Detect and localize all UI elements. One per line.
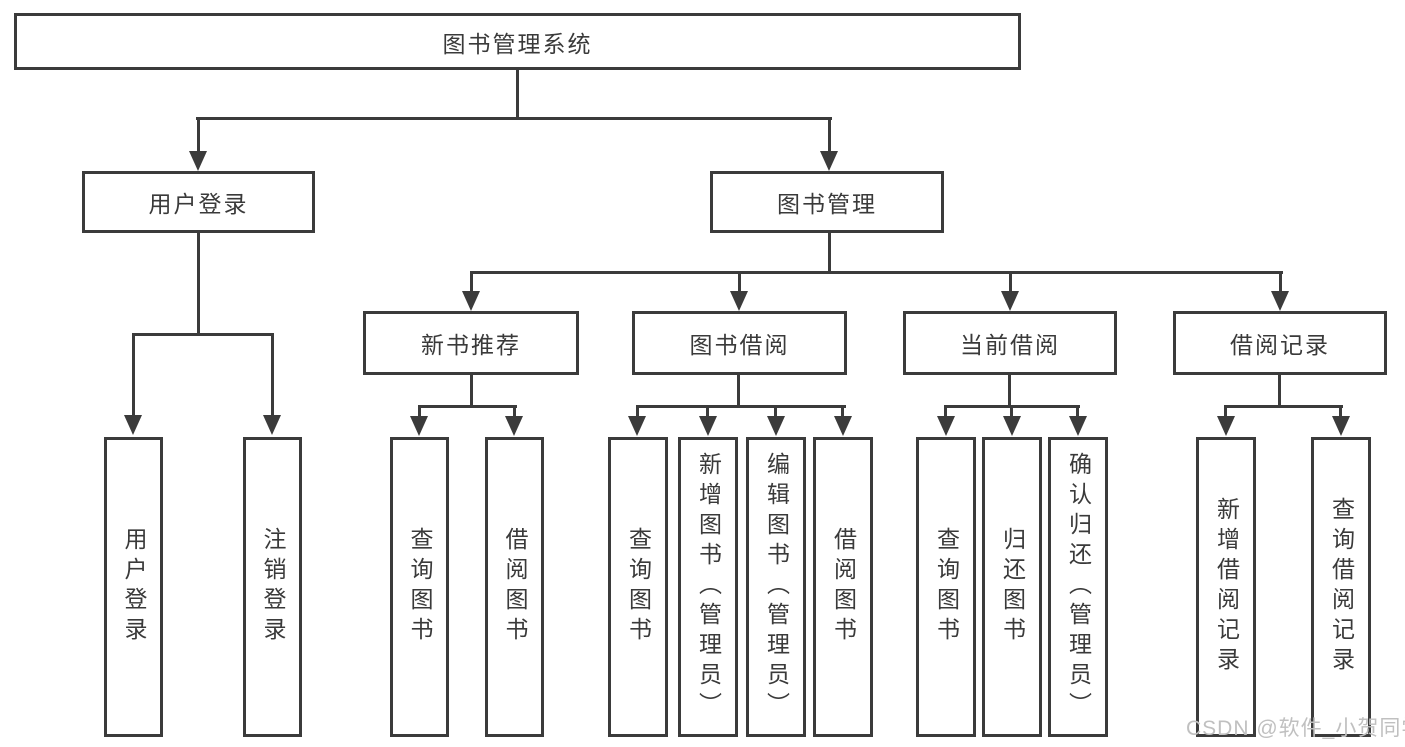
connector-line <box>1224 405 1343 408</box>
arrow-down-icon <box>699 416 717 436</box>
connector-line <box>470 271 473 293</box>
leaf-user-login: 用户登录 <box>104 437 163 737</box>
watermark-text: CSDN @软件_小贺同学 <box>1186 717 1405 740</box>
arrow-down-icon <box>263 415 281 435</box>
arrow-down-icon <box>820 151 838 171</box>
connector-line <box>737 375 740 408</box>
node-new-books: 新书推荐 <box>363 311 579 375</box>
connector-line <box>470 271 1283 274</box>
connector-line <box>774 405 777 418</box>
leaf-borrow-books: 借阅图书 <box>813 437 873 737</box>
connector-line <box>1008 375 1011 408</box>
arrow-down-icon <box>1001 291 1019 311</box>
connector-line <box>738 271 741 293</box>
connector-line <box>516 70 519 118</box>
connector-line <box>828 233 831 274</box>
arrow-down-icon <box>730 291 748 311</box>
connector-line <box>197 233 200 335</box>
leaf-return-books: 归还图书 <box>982 437 1042 737</box>
arrow-down-icon <box>462 291 480 311</box>
node-current-borrow: 当前借阅 <box>903 311 1117 375</box>
leaf-logout: 注销登录 <box>243 437 302 737</box>
connector-line <box>418 405 517 408</box>
arrow-down-icon <box>1003 416 1021 436</box>
arrow-down-icon <box>124 415 142 435</box>
node-root: 图书管理系统 <box>14 13 1021 70</box>
leaf-edit-books-admin: 编辑图书（管理员） <box>746 437 806 737</box>
arrow-down-icon <box>767 416 785 436</box>
connector-line <box>196 117 832 120</box>
connector-line <box>1339 405 1342 418</box>
arrow-down-icon <box>1069 416 1087 436</box>
connector-line <box>470 375 473 408</box>
connector-line <box>944 405 947 418</box>
arrow-down-icon <box>1217 416 1235 436</box>
connector-line <box>132 333 135 415</box>
leaf-query-books-borrow: 查询图书 <box>608 437 668 737</box>
connector-line <box>271 333 274 415</box>
node-book-mgmt: 图书管理 <box>710 171 944 233</box>
connector-line <box>706 405 709 418</box>
connector-line <box>841 405 844 418</box>
node-borrow-records: 借阅记录 <box>1173 311 1387 375</box>
connector-line <box>1076 405 1079 418</box>
connector-line <box>1224 405 1227 418</box>
connector-line <box>1009 271 1012 293</box>
leaf-confirm-return-admin: 确认归还（管理员） <box>1048 437 1108 737</box>
node-user-login: 用户登录 <box>82 171 315 233</box>
connector-line <box>513 405 516 418</box>
connector-line <box>636 405 639 418</box>
leaf-query-books-newbooks: 查询图书 <box>390 437 449 737</box>
arrow-down-icon <box>937 416 955 436</box>
arrow-down-icon <box>189 151 207 171</box>
connector-line <box>132 333 274 336</box>
connector-line <box>1010 405 1013 418</box>
connector-line <box>418 405 421 418</box>
arrow-down-icon <box>505 416 523 436</box>
node-book-borrow: 图书借阅 <box>632 311 847 375</box>
connector-line <box>1279 271 1282 293</box>
connector-line <box>197 117 200 153</box>
arrow-down-icon <box>628 416 646 436</box>
leaf-query-books-current: 查询图书 <box>916 437 976 737</box>
arrow-down-icon <box>834 416 852 436</box>
arrow-down-icon <box>1332 416 1350 436</box>
leaf-add-books-admin: 新增图书（管理员） <box>678 437 738 737</box>
arrow-down-icon <box>410 416 428 436</box>
arrow-down-icon <box>1271 291 1289 311</box>
leaf-add-borrow-record: 新增借阅记录 <box>1196 437 1256 737</box>
connector-line <box>828 117 831 153</box>
connector-line <box>1278 375 1281 408</box>
connector-line <box>636 405 846 408</box>
leaf-query-borrow-record: 查询借阅记录 <box>1311 437 1371 737</box>
leaf-borrow-books-newbooks: 借阅图书 <box>485 437 544 737</box>
